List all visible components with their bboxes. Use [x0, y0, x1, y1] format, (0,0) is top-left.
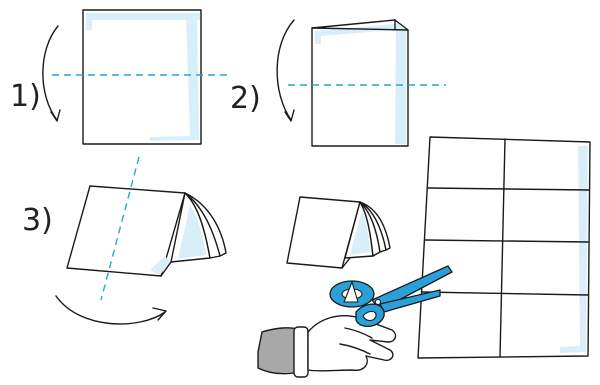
unfolded-sheet — [418, 137, 590, 358]
paper-folded-tent — [67, 186, 226, 276]
step-1-label: 1) — [10, 79, 41, 114]
paper-folded-half — [312, 20, 408, 146]
step-4-folded-stack — [287, 197, 390, 268]
step-3-label: 3) — [22, 203, 53, 238]
step-1: 1) — [10, 10, 230, 144]
step-2: 2) — [230, 20, 446, 146]
step-2-label: 2) — [230, 81, 261, 116]
step-3: 3) — [22, 157, 226, 324]
curved-arrow-icon — [43, 26, 58, 120]
curved-arrow-icon — [56, 296, 165, 324]
curved-arrow-icon — [277, 20, 294, 120]
paper-sheet-flat — [83, 10, 201, 144]
